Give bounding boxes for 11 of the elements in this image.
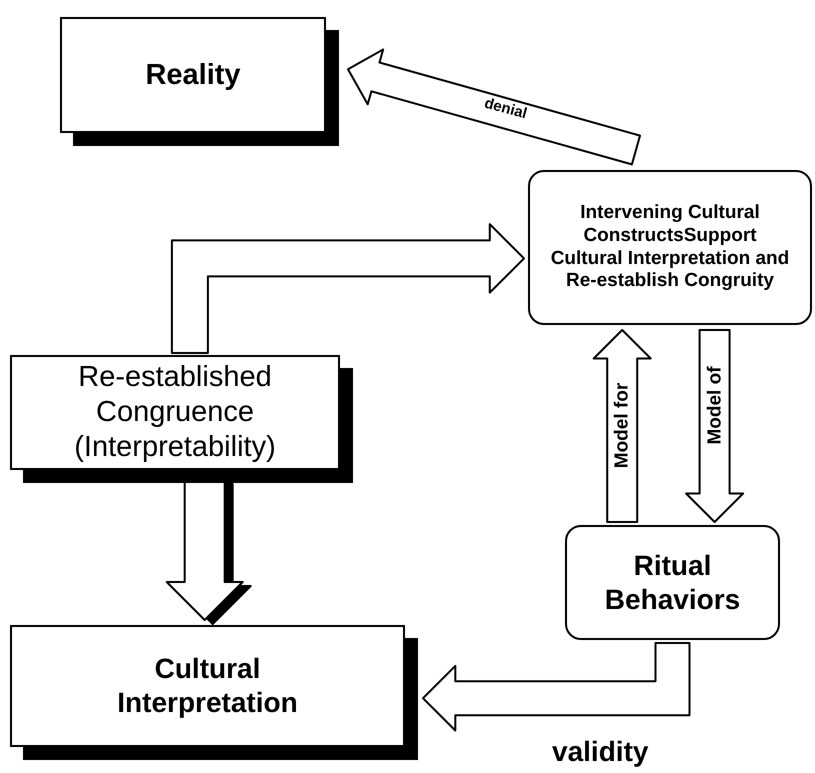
edge-label: validity — [552, 738, 648, 766]
node-text: Ritual Behaviors — [604, 548, 742, 616]
node-text: Re-established Congruence (Interpretability) — [73, 360, 277, 465]
block-arrow — [422, 642, 690, 732]
node-text: Intervening Cultural ConstructsSupport Cultural Interpretation and Re-establish Congruity — [550, 202, 790, 294]
block-arrow — [347, 48, 641, 166]
block-arrow — [170, 223, 525, 354]
rounded-box — [565, 525, 780, 640]
node-text: Reality — [145, 58, 241, 92]
node-text: Cultural Interpretation — [116, 652, 299, 720]
rounded-box — [528, 170, 812, 325]
